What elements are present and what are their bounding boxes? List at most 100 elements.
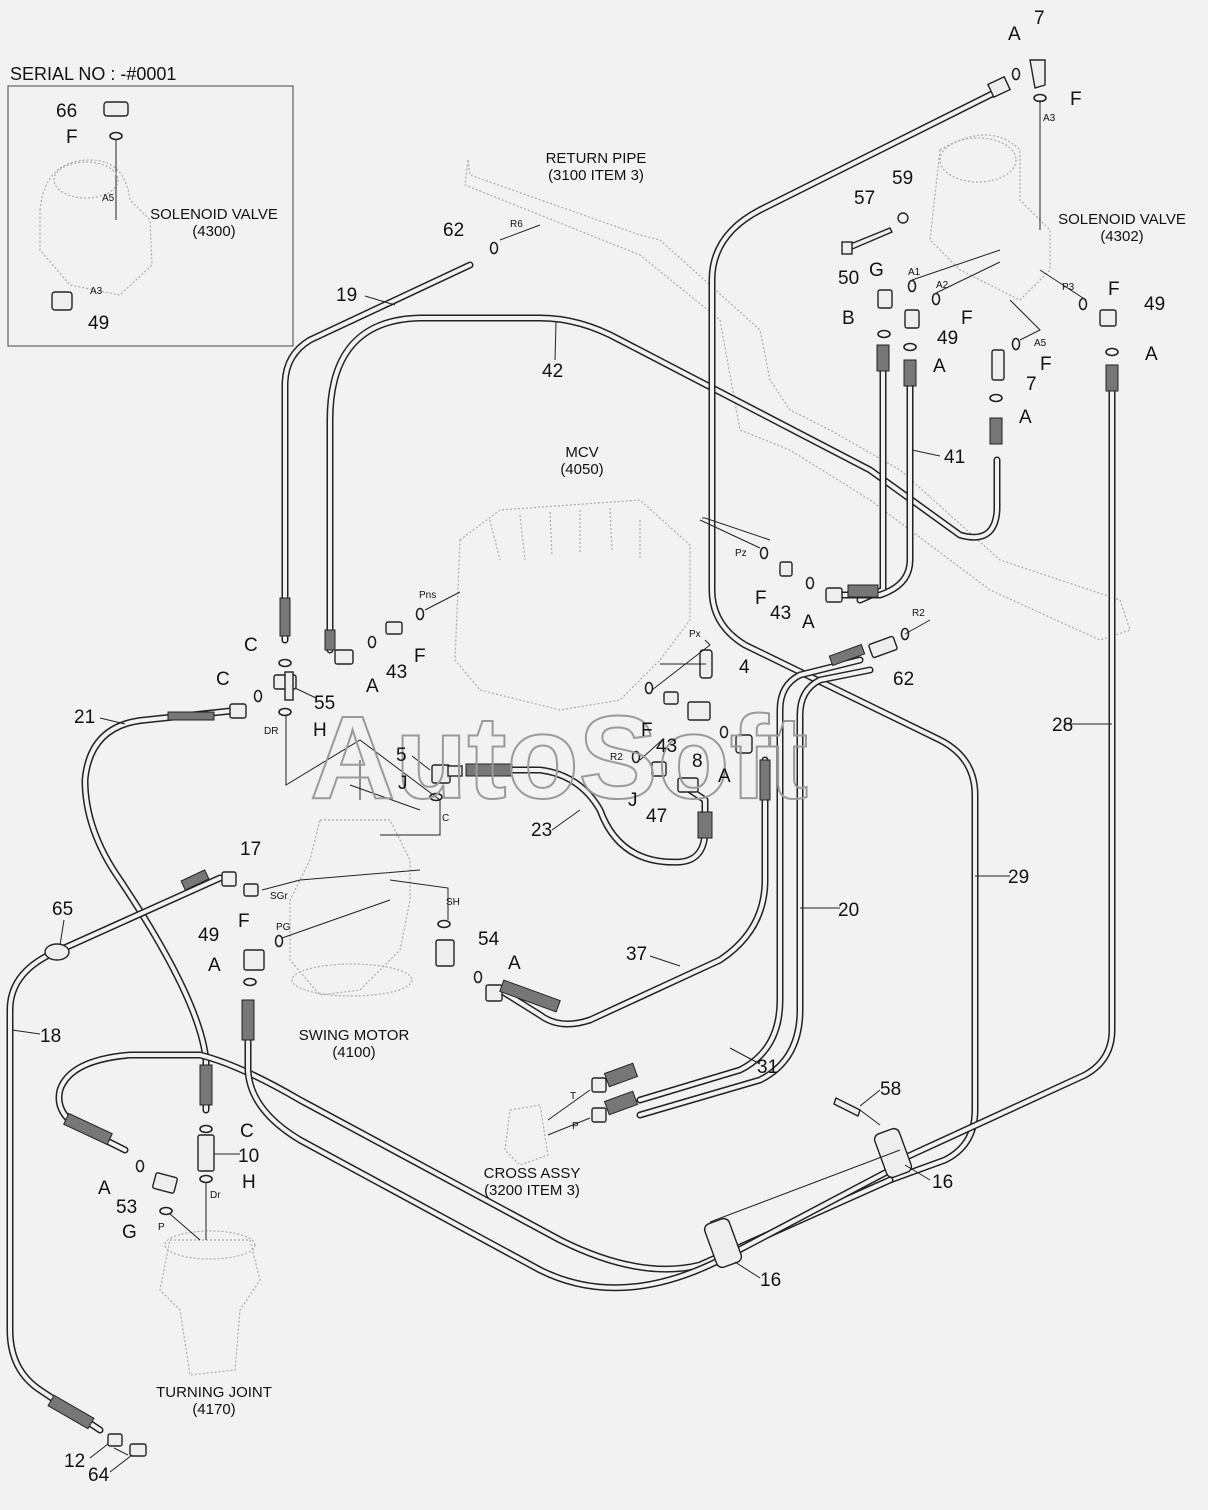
port-label: A3 [1043, 113, 1056, 124]
letter-label: G [869, 260, 884, 281]
port-labels: A5 A3 A3 R6 A1 A2 P3 A5 Pz Pns Px R2 R2 … [90, 113, 1075, 1233]
part-number: 49 [88, 313, 109, 334]
part-number: 12 [64, 1451, 85, 1472]
port-label: T [570, 1091, 576, 1102]
letter-label: F [1040, 354, 1052, 375]
letter-label: A [933, 356, 946, 377]
port-label: Pns [419, 590, 436, 601]
letter-label: F [414, 646, 426, 667]
serial-inset [7, 85, 294, 347]
part-number: 20 [838, 900, 859, 921]
return-pipe-ref: (3100 ITEM 3) [548, 167, 644, 184]
letter-label: A [508, 953, 521, 974]
part-number: 7 [1034, 8, 1045, 29]
ghost-components [159, 134, 1131, 1376]
letter-label: F [641, 720, 653, 741]
part-number: 19 [336, 285, 357, 306]
letter-label: J [398, 773, 408, 794]
solenoid-valve-inset-ref: (4300) [192, 223, 235, 240]
callout-leaders [11, 295, 1112, 1473]
fittings [44, 59, 1119, 1457]
part-number: 50 [838, 268, 859, 289]
part-number: 49 [1144, 294, 1165, 315]
port-label: R2 [610, 752, 623, 763]
part-number: 62 [443, 220, 464, 241]
part-number: 18 [40, 1026, 61, 1047]
part-number: 28 [1052, 715, 1073, 736]
leader-lines [113, 100, 1087, 1456]
letter-label: F [961, 308, 973, 329]
part-number: 64 [88, 1465, 110, 1486]
part-number: 16 [932, 1172, 953, 1193]
part-number: 55 [314, 693, 335, 714]
port-label: A1 [908, 267, 921, 278]
port-label: A5 [1034, 338, 1047, 349]
part-number: 17 [240, 839, 261, 860]
part-number: 59 [892, 168, 913, 189]
letter-label: A [1145, 344, 1158, 365]
part-number: 16 [760, 1270, 781, 1291]
return-pipe-name: RETURN PIPE [546, 150, 647, 167]
cross-assy-name: CROSS ASSY [484, 1165, 581, 1182]
port-label: Px [689, 629, 701, 640]
part-number: 49 [198, 925, 219, 946]
letter-label: A [1019, 407, 1032, 428]
letter-label: H [313, 720, 327, 741]
letter-label: A [718, 766, 731, 787]
letter-label: J [628, 790, 638, 811]
letter-label: F [755, 588, 767, 609]
part-number: 41 [944, 447, 965, 468]
letter-labels: F A F G F B A F F A A A A F C C H J F A … [66, 24, 1158, 1243]
port-label: Dr [210, 1190, 221, 1201]
part-number: 54 [478, 929, 500, 950]
solenoid-valve-main-ref: (4302) [1100, 228, 1143, 245]
part-number: 49 [937, 328, 958, 349]
port-label: P [158, 1222, 165, 1233]
turning-joint-name: TURNING JOINT [156, 1384, 272, 1401]
port-label: P3 [1062, 282, 1075, 293]
watermark: AutoSoft [310, 692, 808, 824]
letter-label: C [216, 669, 230, 690]
part-number: 62 [893, 669, 914, 690]
letter-label: F [1070, 89, 1082, 110]
component-captions: RETURN PIPE (3100 ITEM 3) SOLENOID VALVE… [150, 150, 1186, 1418]
port-label: C [442, 813, 449, 824]
port-label: P [572, 1121, 579, 1132]
mcv-ref: (4050) [560, 461, 603, 478]
part-number: 57 [854, 188, 875, 209]
part-number: 5 [396, 745, 407, 766]
letter-label: A [98, 1178, 111, 1199]
part-number: 23 [531, 820, 552, 841]
part-number: 42 [542, 361, 563, 382]
part-number: 43 [770, 603, 791, 624]
port-label: R2 [912, 608, 925, 619]
letter-label: H [242, 1172, 256, 1193]
part-number: 53 [116, 1197, 137, 1218]
letter-label: A [366, 676, 379, 697]
port-label: DR [264, 726, 278, 737]
port-label: R6 [510, 219, 523, 230]
part-number: 31 [757, 1057, 778, 1078]
letter-label: F [1108, 279, 1120, 300]
port-label: A2 [936, 280, 949, 291]
letter-label: G [122, 1222, 137, 1243]
port-label: Pz [735, 548, 747, 559]
part-number: 29 [1008, 867, 1029, 888]
swing-motor-ref: (4100) [332, 1044, 375, 1061]
port-label: A5 [102, 193, 115, 204]
port-label: PG [276, 922, 291, 933]
mcv-name: MCV [565, 444, 598, 461]
solenoid-valve-inset-name: SOLENOID VALVE [150, 206, 278, 223]
part-number: 10 [238, 1146, 259, 1167]
cross-assy-ref: (3200 ITEM 3) [484, 1182, 580, 1199]
part-number: 43 [656, 736, 677, 757]
part-number: 21 [74, 707, 95, 728]
o-rings [109, 67, 1119, 1216]
turning-joint-ref: (4170) [192, 1401, 235, 1418]
letter-label: B [842, 308, 855, 329]
part-number: 7 [1026, 374, 1037, 395]
part-number: 4 [739, 657, 750, 678]
part-number: 66 [56, 101, 77, 122]
